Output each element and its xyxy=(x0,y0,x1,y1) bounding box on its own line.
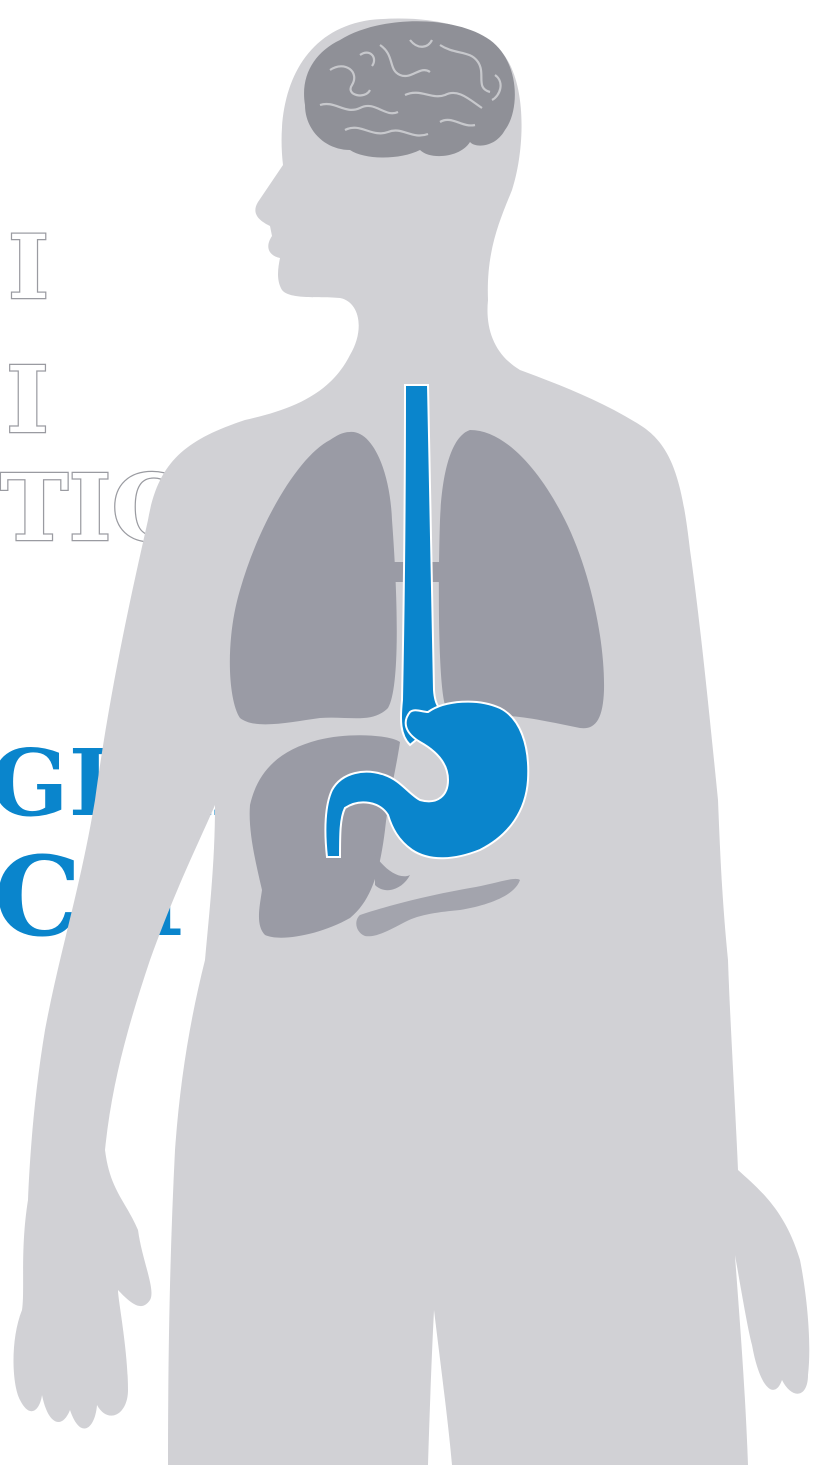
heading-line-1: I xyxy=(8,215,49,319)
heading-line-2: I xyxy=(6,346,49,454)
